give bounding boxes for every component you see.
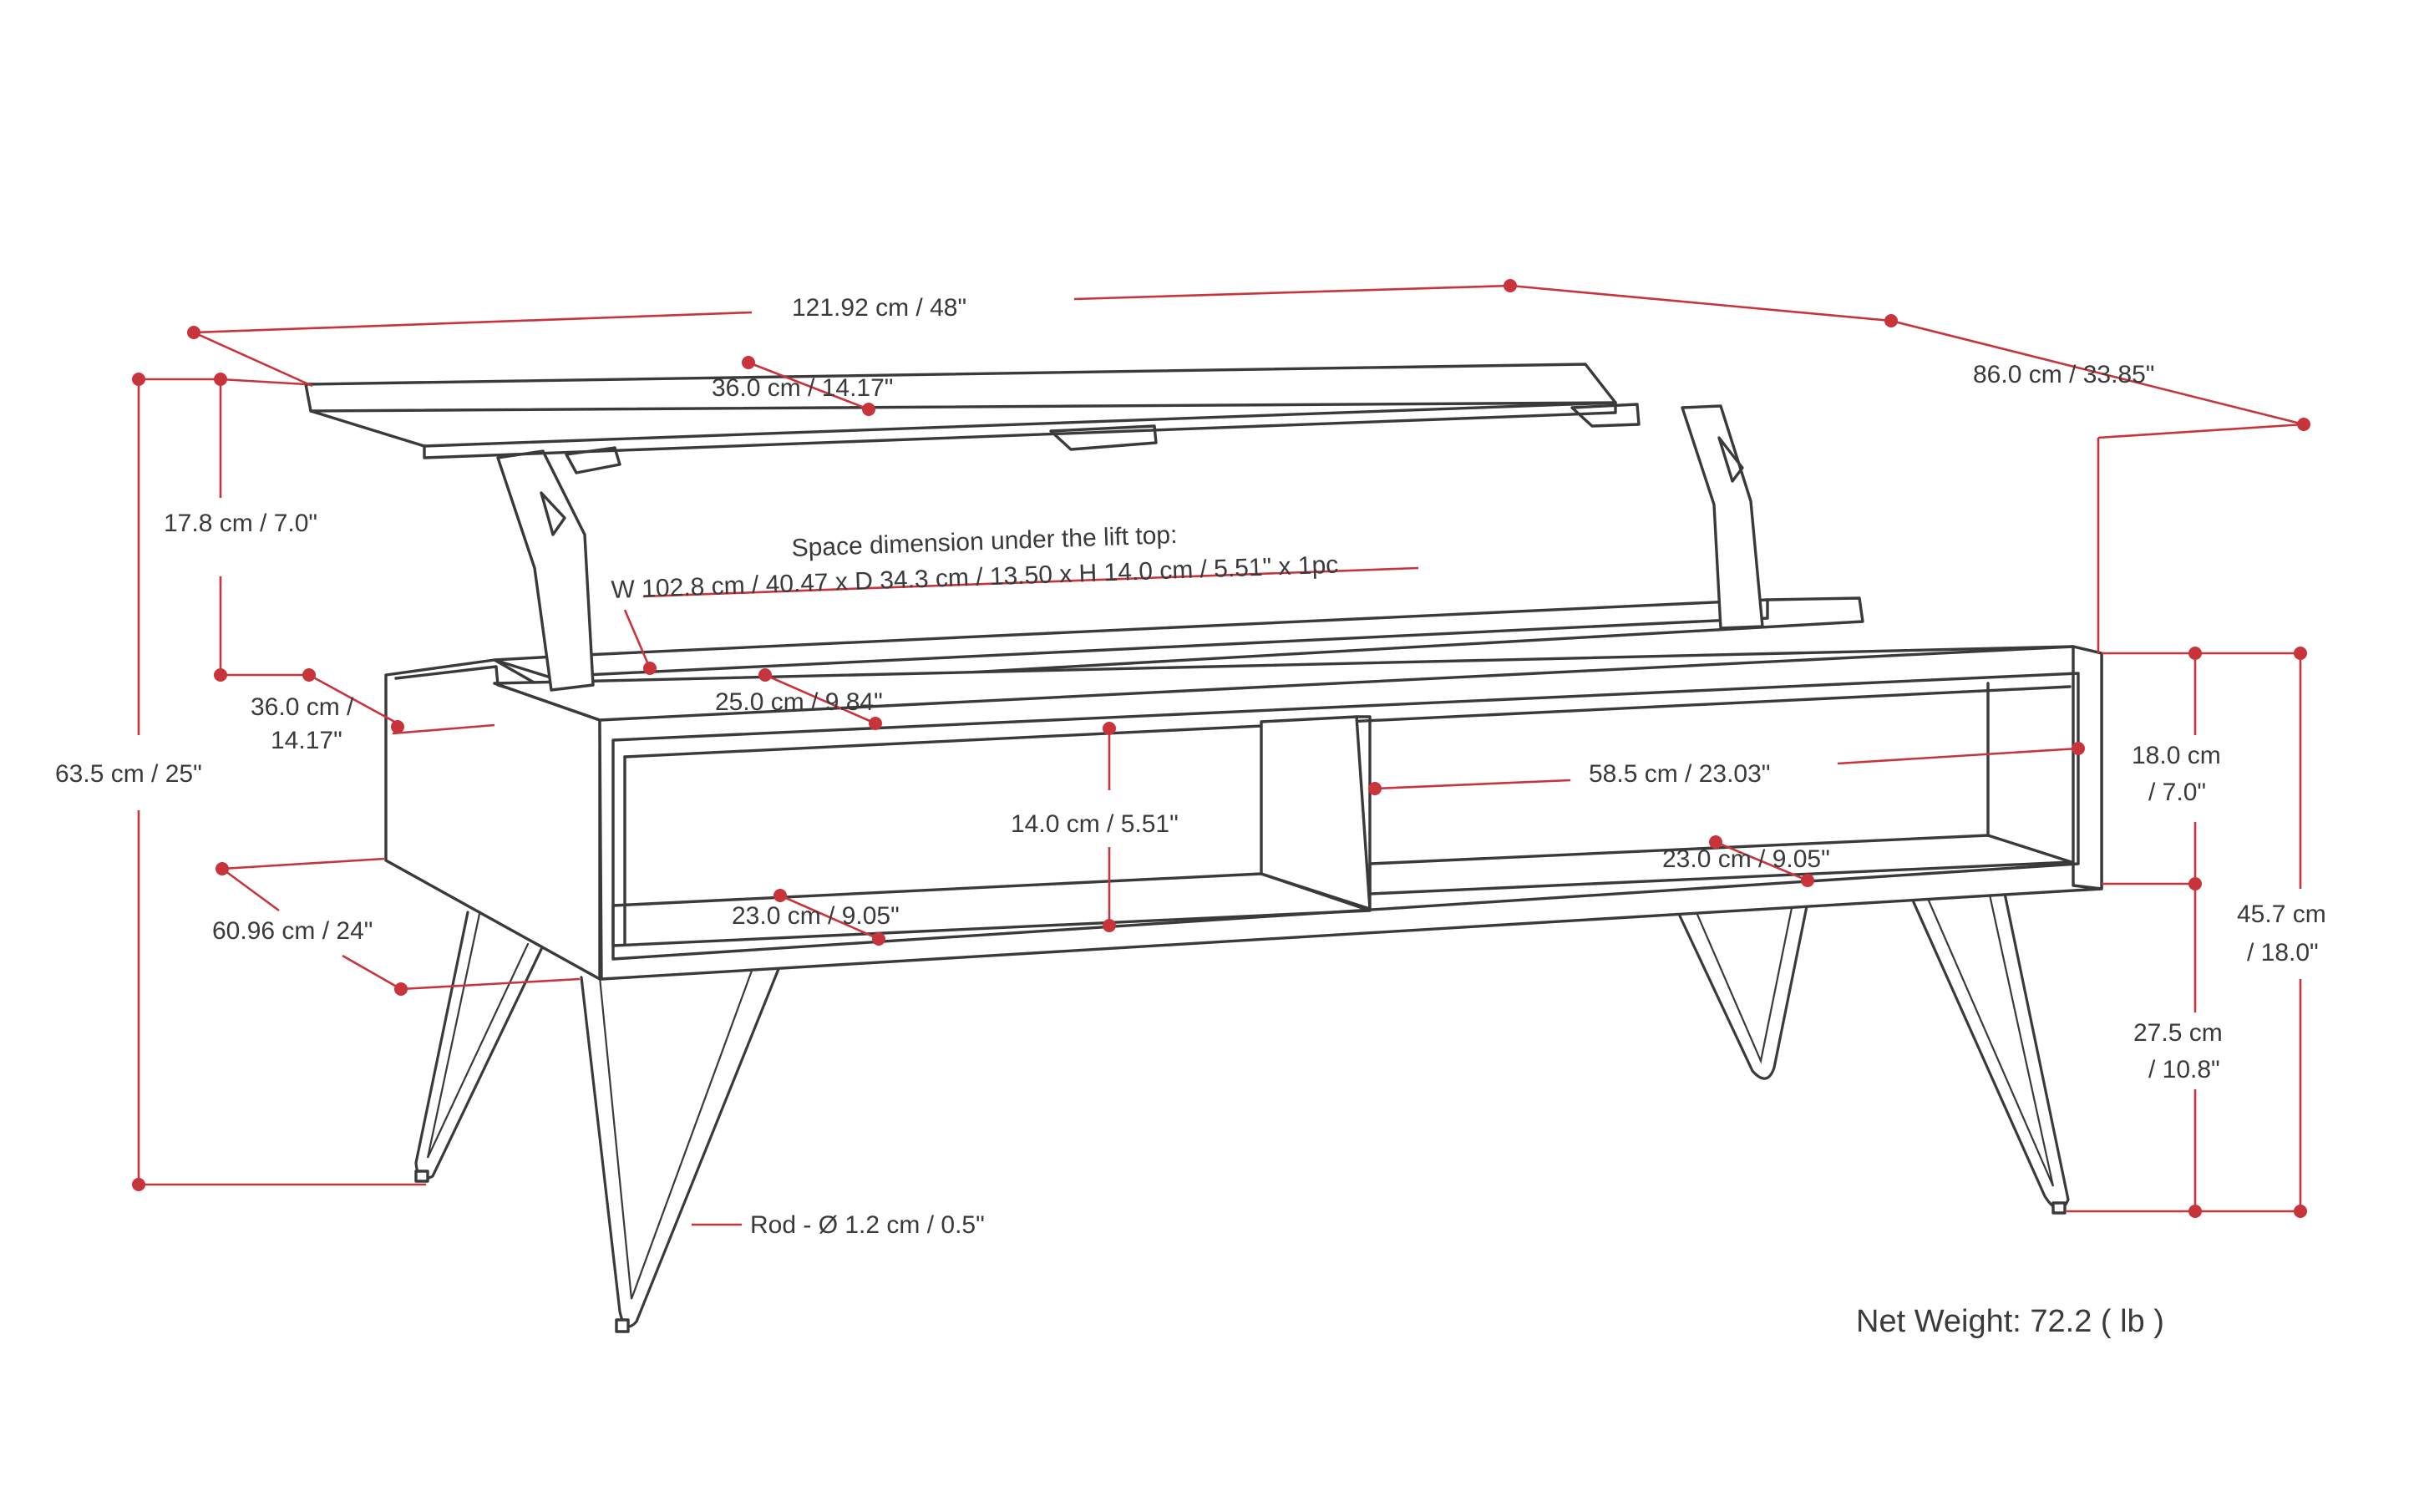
leg-height-label-line1: 27.5 cm — [2133, 1019, 2223, 1047]
closed-height-label-line2: / 18.0" — [2247, 939, 2319, 967]
cabinet-height-label-line1: 18.0 cm — [2132, 742, 2221, 769]
total-height-label: 63.5 cm / 25" — [55, 760, 202, 788]
table-outline — [304, 363, 2103, 1333]
hairpin-legs — [414, 884, 2070, 1333]
front-left-leg — [580, 967, 780, 1328]
left-shelf-depth-label: 23.0 cm / 9.05" — [732, 902, 900, 930]
dimension-end-dots — [132, 279, 2310, 1218]
space-detail-label: W 102.8 cm / 40.47 x D 34.3 cm / 13.50 x… — [611, 551, 1339, 604]
right-shelf — [1368, 834, 2073, 896]
cabinet-height-label-line2: / 7.0" — [2148, 779, 2206, 806]
overall-width-label: 121.92 cm / 48" — [792, 294, 966, 322]
left-lift-arm — [496, 449, 595, 692]
cabinet-opening — [611, 672, 2080, 961]
lift-height-label: 17.8 cm / 7.0" — [164, 510, 317, 537]
right-lift-arm — [1681, 404, 1764, 630]
dimension-lines — [137, 284, 2305, 1226]
space-title-label: Space dimension under the lift top: — [791, 521, 1178, 562]
front-right-leg — [1904, 884, 2070, 1210]
rod-label: Rod - Ø 1.2 cm / 0.5" — [750, 1211, 985, 1239]
shelf-height-label: 14.0 cm / 5.51" — [1011, 810, 1179, 838]
right-shelf-depth-label: 23.0 cm / 9.05" — [1662, 845, 1830, 873]
storage-depth-label: 25.0 cm / 9.84" — [715, 688, 883, 716]
back-right-leg — [1676, 901, 1809, 1080]
leg-spread-label: 60.96 cm / 24" — [212, 917, 373, 945]
base-depth-label-line1: 36.0 cm / — [251, 693, 354, 721]
leg-height-label-line2: / 10.8" — [2148, 1056, 2220, 1083]
center-divider — [1260, 715, 1372, 911]
overall-depth-label: 86.0 cm / 33.85" — [1973, 361, 2154, 388]
lift-top-depth-label: 36.0 cm / 14.17" — [712, 374, 893, 402]
base-depth-label-line2: 14.17" — [271, 727, 342, 754]
lift-top — [304, 363, 1617, 448]
right-side-panel — [2072, 645, 2103, 890]
closed-height-label-line1: 45.7 cm — [2237, 901, 2326, 928]
left-shelf — [611, 872, 1372, 947]
shelf-width-label: 58.5 cm / 23.03" — [1589, 760, 1770, 788]
net-weight-label: Net Weight: 72.2 ( lb ) — [1856, 1304, 2164, 1339]
